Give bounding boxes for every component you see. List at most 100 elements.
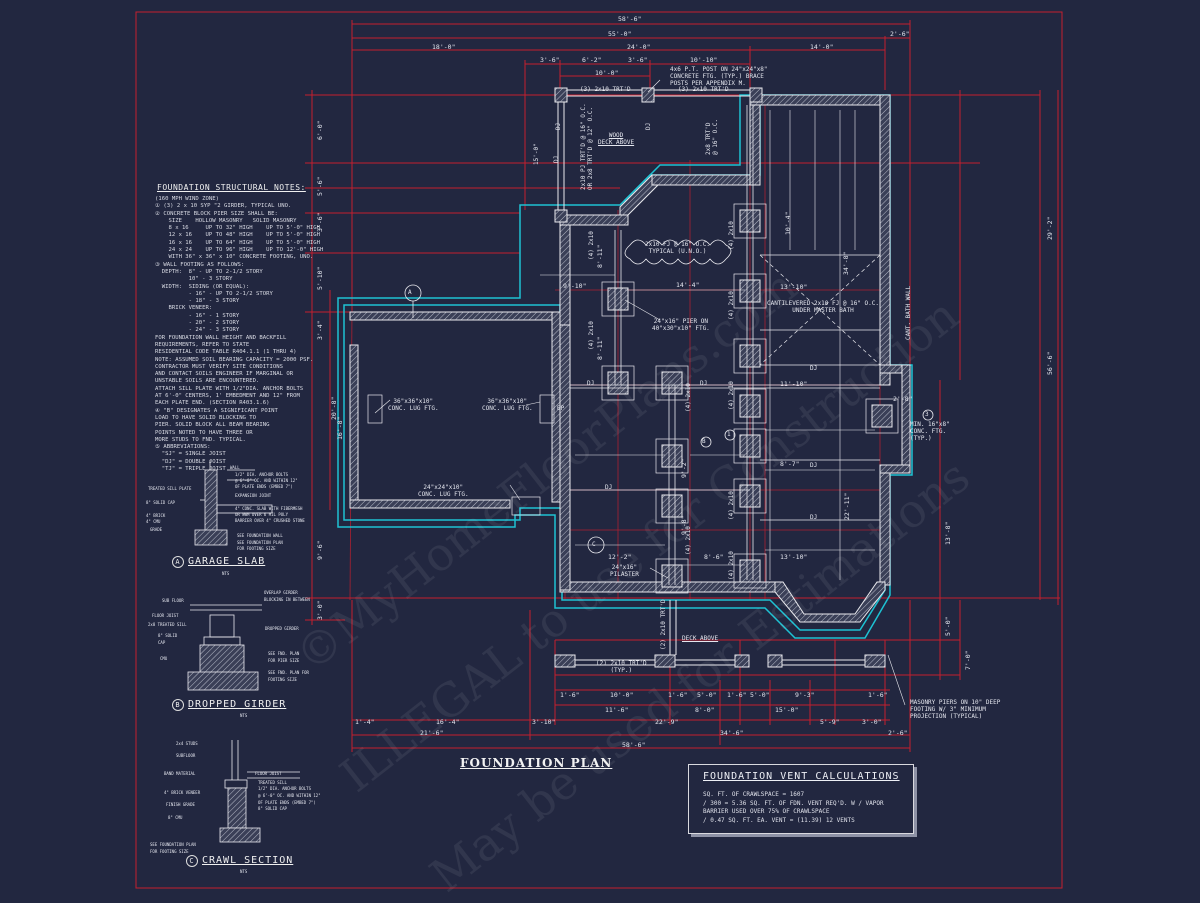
detail-label: SEE FND. PLAN bbox=[268, 651, 300, 656]
dim-bottom-row3: 3'-10" bbox=[532, 718, 556, 726]
garage-slab-title: GARAGE SLAB bbox=[188, 556, 266, 567]
detail-label: OF PLATE ENDS (EMBED 7") bbox=[258, 800, 316, 805]
vent-line: BARRIER USED OVER 75% OF CRAWLSPACE bbox=[703, 808, 830, 815]
detail-label: 8" SOLID CAP bbox=[258, 806, 287, 811]
detail-label: SEE FND. PLAN FOR bbox=[268, 670, 309, 675]
note-line: - 20" - 2 STORY bbox=[155, 320, 240, 327]
top-dimension-lines bbox=[305, 20, 1060, 621]
detail-garage-slab bbox=[194, 460, 273, 546]
section-markers bbox=[404, 284, 934, 554]
girder-label: (4) 2x10 bbox=[728, 221, 735, 250]
detail-label: FOR PIER SIZE bbox=[268, 658, 300, 663]
dim-bottom-row1: 1'-6" bbox=[868, 691, 888, 699]
dim-bottom-row1: 5'-0" bbox=[750, 691, 770, 699]
note-line: DEPTH: 8" - UP TO 2-1/2 STORY bbox=[155, 268, 263, 275]
dj-label: DJ bbox=[700, 380, 708, 387]
note-line: 8 x 16 UP TO 32" HIGH UP TO 5'-0" HIGH bbox=[155, 225, 321, 232]
dim-interior: 2'-8" bbox=[893, 395, 913, 403]
dim-bottom-row4: 2'-6" bbox=[888, 729, 908, 737]
note-line: REQUIREMENTS, REFER TO STATE bbox=[155, 341, 250, 348]
girders bbox=[570, 105, 880, 585]
girder-label: (4) 2x10 bbox=[728, 381, 735, 410]
detail-label: FOR FOOTING SIZE bbox=[237, 546, 276, 551]
note-line: SIZE HOLLOW MASONRY SOLID MASONRY bbox=[155, 217, 297, 224]
detail-label: FLOOR JOIST bbox=[255, 771, 282, 776]
dim-bottom-row3: 22'-9" bbox=[655, 718, 679, 726]
dj-label: DJ bbox=[555, 122, 562, 130]
dim-right: 7'-0" bbox=[964, 650, 972, 670]
detail-label: WALL bbox=[230, 465, 240, 470]
lug-footing-3: 24"x24"x10" CONC. LUG FTG. bbox=[418, 484, 469, 498]
detail-label: CAP bbox=[158, 640, 166, 645]
note-line: WIDTH: SIDING (OR EQUAL): bbox=[155, 283, 250, 290]
dim-bottom-row2: 11'-6" bbox=[605, 706, 629, 714]
detail-crawl-section bbox=[219, 740, 300, 843]
dim-interior: 13'-10" bbox=[780, 283, 808, 291]
dim-interior: 11'-10" bbox=[780, 380, 808, 388]
foundation-walls bbox=[349, 94, 911, 623]
detail-label: SUBFLOOR bbox=[176, 753, 196, 758]
detail-label: 8" SOLID CAP bbox=[146, 500, 175, 505]
detail-label: TREATED SILL bbox=[258, 780, 287, 785]
detail-label: 1/2" DIA. ANCHOR BOLTS bbox=[258, 786, 311, 791]
note-line: - 16" - UP TO 2-1/2 STORY bbox=[155, 290, 273, 297]
note-line: - 16" - 1 STORY bbox=[155, 312, 240, 319]
note-line: RESIDENTIAL CODE TABLE R404.1.1 (1 THRU … bbox=[155, 349, 297, 356]
dj-label: DJ bbox=[587, 380, 595, 387]
note-line: "TJ" = TRIPLE JOIST bbox=[155, 465, 226, 472]
note-line: - 24" - 3 STORY bbox=[155, 327, 240, 334]
dim-bottom-row2: 8'-0" bbox=[695, 706, 715, 714]
structural-notes: (160 MPH WIND ZONE)① (3) 2 x 10 SYP "2 G… bbox=[155, 196, 323, 473]
note-line: ① (3) 2 x 10 SYP "2 GIRDER, TYPICAL UNO. bbox=[155, 203, 292, 210]
note-line: (160 MPH WIND ZONE) bbox=[155, 196, 219, 202]
detail-label: FLOOR JOIST bbox=[152, 613, 179, 618]
dim-bottom-row1: 9'-3" bbox=[795, 691, 815, 699]
detail-label: BARRIER OVER 4" CRUSHED STONE bbox=[235, 518, 305, 523]
marker-a: A bbox=[408, 289, 412, 296]
dim-top-row1: 55'-0" bbox=[608, 30, 632, 38]
dim-bottom-row3: 3'-0" bbox=[862, 718, 882, 726]
dim-bottom-row1: 5'-0" bbox=[697, 691, 717, 699]
detail-label: 8" SOLID bbox=[158, 633, 178, 638]
deck-above-label: DECK ABOVE bbox=[682, 635, 719, 642]
note-line: AND CONTACT SOILS ENGINEER IF MARGINAL O… bbox=[155, 371, 294, 378]
dj-label: DJ bbox=[810, 365, 818, 372]
masonry-piers-note: MASONRY PIERS ON 10" DEEP FOOTING W/ 3" … bbox=[910, 699, 1001, 720]
outer-border bbox=[135, 11, 1063, 889]
bottom-dimension-lines bbox=[351, 600, 960, 752]
lug-footing-2: 36"x36"x10" CONC. LUG FTG. bbox=[482, 398, 533, 412]
dim-top-row2: 24'-0" bbox=[627, 43, 651, 51]
note-line: - 18" - 3 STORY bbox=[155, 298, 240, 305]
dim-left: 3'-6" bbox=[316, 212, 324, 232]
dim-top-row2: 18'-0" bbox=[432, 43, 456, 51]
dim-right: 5'-0" bbox=[944, 616, 952, 636]
girder-label: (4) 2x10 bbox=[728, 291, 735, 320]
detail-label: FOOTING SIZE bbox=[268, 677, 297, 682]
detail-label: FINISH GRADE bbox=[166, 802, 195, 807]
dropped-girder-title: DROPPED GIRDER bbox=[188, 699, 287, 710]
dim-interior: 8'-11" bbox=[596, 336, 604, 360]
dj-label: DJ bbox=[605, 484, 613, 491]
note-line: EACH PLATE END. (SECTION R403.1.6) bbox=[155, 400, 270, 407]
dim-bottom-row1: 10'-0" bbox=[610, 691, 634, 699]
floor-joist-note: 2x10 FJ @ 16" O.C. TYPICAL (U.N.O.) bbox=[645, 241, 711, 255]
detail-label: 1/2" DIA. ANCHOR BOLTS bbox=[235, 472, 288, 477]
dim-right: 56'-6" bbox=[1046, 351, 1054, 375]
note-line: NOTE: ASSUMED SOIL BEARING CAPACITY = 20… bbox=[155, 356, 314, 363]
porch-beams bbox=[557, 89, 866, 666]
girder-label: (4) 2x10 bbox=[728, 551, 735, 580]
note-line: ④ "B" DESIGNATES A SIGNIFICANT POINT bbox=[155, 407, 278, 414]
detail-label: GRADE bbox=[150, 527, 163, 532]
dj-label: DJ bbox=[553, 155, 560, 163]
dim-top-row3: 3'-6" bbox=[540, 56, 560, 64]
joist-span-arrows bbox=[540, 110, 875, 580]
detail-label: FOR FOOTING SIZE bbox=[150, 849, 189, 854]
trtd-vertical-bottom: (2) 2x10 TRT'D bbox=[660, 599, 667, 650]
detail-label: DROPPED GIRDER bbox=[265, 626, 299, 631]
girder-label: (4) 2x10 bbox=[685, 526, 692, 555]
vent-calculation-lines: SQ. FT. OF CRAWLSPACE = 1607/ 300 = 5.36… bbox=[703, 791, 884, 825]
note-line: BRICK VENEER: bbox=[155, 305, 213, 312]
dim-bottom-row1: 1'-6" bbox=[668, 691, 688, 699]
